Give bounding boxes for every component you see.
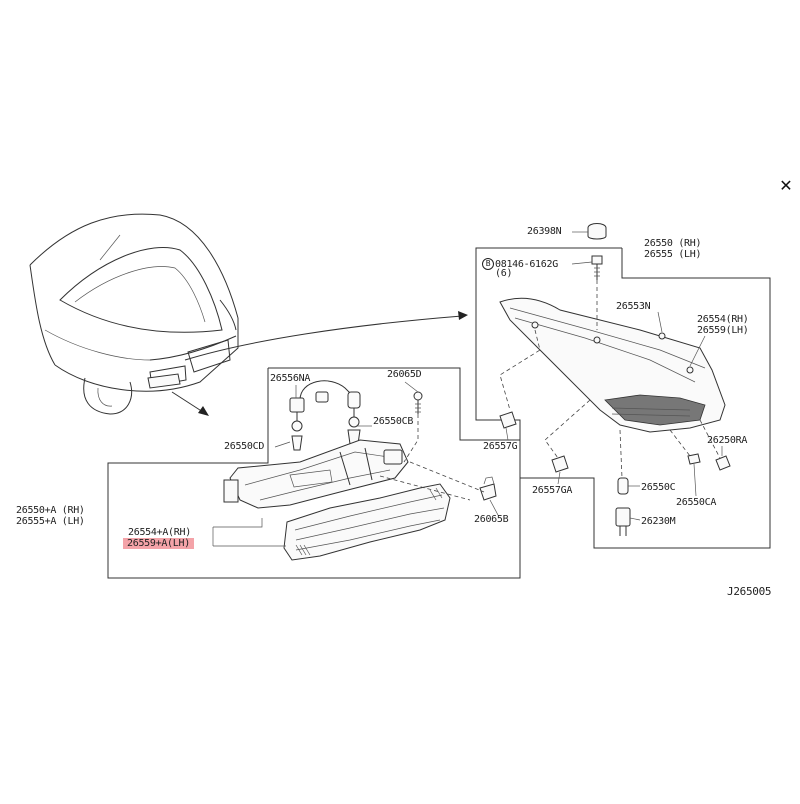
grommet-26557GA	[551, 455, 569, 473]
clip-26553N	[658, 332, 666, 340]
bolt-symbol-icon: B	[482, 258, 494, 270]
clip-26065B	[479, 476, 497, 501]
socket-26550CA	[687, 453, 701, 465]
connector-26230M	[615, 507, 631, 536]
leader-arrow-upper	[184, 315, 463, 361]
finisher-panel-26550	[499, 297, 726, 433]
upper-assembly-frame	[475, 247, 771, 549]
cap-26398N	[587, 223, 607, 240]
lamp-lens	[283, 483, 451, 561]
label-bolt-qty: (6)	[495, 268, 513, 279]
label-26550CA: 26550CA	[676, 497, 717, 508]
label-26555-lh: 26555 (LH)	[644, 249, 702, 260]
label-26557G: 26557G	[483, 441, 518, 452]
socket-26550C	[617, 477, 629, 495]
grommet-26557G	[499, 411, 517, 429]
label-26550A-rh: 26550+A (RH)	[16, 505, 85, 516]
label-26556NA: 26556NA	[270, 373, 311, 384]
label-26554A-rh: 26554+A(RH)	[128, 527, 191, 538]
bolt-08146	[591, 255, 603, 280]
label-26550C: 26550C	[641, 482, 676, 493]
lamp-housing	[223, 439, 409, 509]
label-26559A-lh-highlighted[interactable]: 26559+A(LH)	[123, 538, 194, 549]
lower-assembly-frame	[107, 367, 521, 579]
label-26557GA: 26557GA	[532, 485, 573, 496]
label-26398N: 26398N	[527, 226, 562, 237]
screw-26065D	[413, 391, 423, 414]
bulb-26250RA	[715, 455, 731, 471]
label-26250RA: 26250RA	[707, 435, 748, 446]
label-26555A-lh: 26555+A (LH)	[16, 516, 85, 527]
label-26065D: 26065D	[387, 369, 422, 380]
label-26550CB: 26550CB	[373, 416, 414, 427]
label-26554-rh: 26554(RH)	[697, 314, 749, 325]
bulb-socket-26556NA	[289, 380, 361, 451]
label-26550CD: 26550CD	[224, 441, 265, 452]
label-26550-rh: 26550 (RH)	[644, 238, 702, 249]
leader-arrow-lower	[171, 391, 204, 413]
car-rear-sketch	[29, 213, 239, 415]
label-26065B: 26065B	[474, 514, 509, 525]
bolt-part-number: 08146-6162G	[495, 259, 558, 270]
label-26230M: 26230M	[641, 516, 676, 527]
diagram-code: J265005	[727, 585, 772, 598]
label-26553N: 26553N	[616, 301, 651, 312]
close-button[interactable]: ✕	[779, 176, 793, 195]
label-26559-lh: 26559(LH)	[697, 325, 749, 336]
